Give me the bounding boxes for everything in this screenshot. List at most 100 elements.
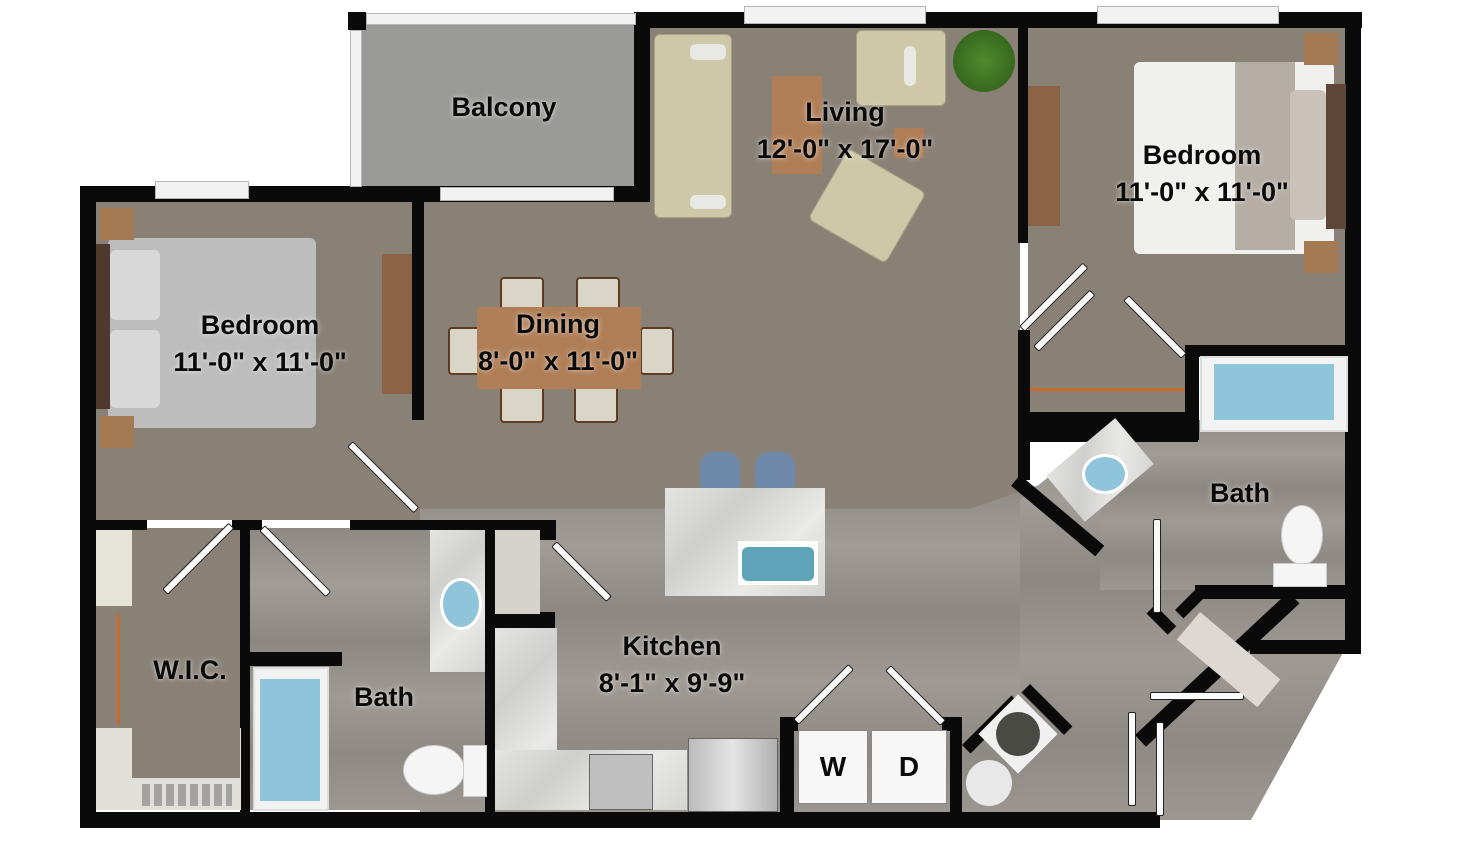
tub-water [260, 679, 320, 801]
bar-stool [700, 452, 740, 488]
dining-chair [500, 385, 544, 423]
door-entry-a[interactable] [1128, 712, 1136, 806]
dining-chair [640, 327, 674, 375]
wall-laundry-right [950, 717, 962, 817]
wall-wic-bath-divider [240, 520, 250, 820]
toilet-right [1281, 505, 1323, 565]
door-entry-b[interactable] [1156, 722, 1164, 816]
linen-closet [495, 530, 540, 614]
window-balcony-left [350, 30, 362, 187]
wall-tub-top [250, 652, 342, 666]
bed-left-pillow-b [110, 330, 160, 408]
side-table [894, 128, 924, 158]
dining-chair [574, 385, 618, 423]
nightstand-left-bottom [100, 416, 134, 448]
room-name: Living [805, 97, 885, 127]
room-label-bath-right: Bath [1180, 478, 1300, 509]
armchair-top-pillow [904, 46, 916, 86]
room-label-wic: W.I.C. [130, 655, 250, 686]
sofa [654, 34, 732, 218]
room-name: Balcony [451, 92, 557, 122]
room-name: Bath [1210, 478, 1270, 508]
closet-right-rod [1030, 388, 1185, 391]
nightstand-left-top [100, 208, 134, 240]
toilet-left-tank [463, 745, 487, 797]
bed-right-blanket [1235, 62, 1295, 250]
bed-right-headboard [1326, 84, 1346, 229]
wall-linen-right-top [540, 520, 556, 540]
bathtub-left [253, 667, 329, 811]
room-label-living: Living 12'-0" x 17'-0" [735, 97, 955, 165]
bar-stool [755, 452, 795, 488]
room-label-dining: Dining 8'-0" x 11'-0" [458, 309, 658, 377]
wic-closet-rod [117, 614, 120, 724]
room-label-bedroom-left: Bedroom 11'-0" x 11'-0" [150, 310, 370, 378]
window-balcony-sliding-door [440, 187, 614, 201]
room-dimensions: 8'-0" x 11'-0" [477, 346, 639, 377]
armchair-top [856, 30, 946, 106]
wall-bedroom-left-divider [412, 200, 424, 420]
shoes-icon [142, 784, 232, 806]
room-dimensions: 8'-1" x 9'-9" [598, 668, 746, 699]
wall-bath-kitchen-divider [485, 520, 495, 820]
washer-label: W [819, 751, 847, 782]
door-bath-right[interactable] [1153, 519, 1161, 613]
room-label-kitchen: Kitchen 8'-1" x 9'-9" [572, 631, 772, 699]
room-dimensions: 11'-0" x 11'-0" [173, 347, 347, 378]
room-label-bedroom-right: Bedroom 11'-0" x 11'-0" [1092, 140, 1312, 208]
dryer-label: D [898, 751, 920, 782]
room-dimensions: 12'-0" x 17'-0" [756, 134, 934, 165]
wall-bath-right-left [1185, 345, 1199, 440]
bed-right-pillow [1290, 90, 1326, 220]
nightstand-right-top [1304, 33, 1338, 65]
tub-water-right [1214, 364, 1334, 420]
bed-left-pillow-a [110, 250, 160, 320]
sink-left [440, 578, 482, 630]
wic-shelf-top [96, 530, 132, 606]
room-name: Dining [516, 309, 600, 339]
toilet-left [403, 745, 465, 795]
dryer: D [871, 730, 947, 804]
door-closet-hall-a[interactable] [1150, 692, 1244, 700]
wall-living-left [634, 12, 650, 202]
dresser-right [1028, 86, 1060, 226]
plant-icon [953, 30, 1015, 92]
island-sink [738, 541, 818, 585]
dining-chair [448, 327, 482, 375]
room-name: Bath [354, 682, 414, 712]
sofa-pillow-bottom [690, 195, 726, 209]
wall-bath-right-top [1185, 345, 1347, 357]
sink-basin [742, 547, 814, 581]
room-label-bath-left: Bath [324, 682, 444, 713]
wall-top-left [80, 186, 420, 202]
wall-closet-right-left [1018, 330, 1030, 480]
nightstand-right-bottom [1304, 241, 1338, 273]
balcony-corner [348, 12, 366, 30]
room-name: W.I.C. [153, 655, 227, 685]
room-name: Bedroom [200, 310, 320, 340]
wall-left-rooms-top-c [350, 520, 555, 530]
room-name: Bedroom [1142, 140, 1262, 170]
window-living-top [744, 6, 926, 24]
wall-right [1345, 12, 1361, 654]
window-bedroom-right-top [1097, 6, 1279, 24]
washer: W [798, 730, 868, 804]
window-balcony-top [366, 13, 636, 25]
stove-icon [589, 754, 653, 810]
room-name: Kitchen [622, 631, 722, 661]
water-heater [966, 760, 1012, 806]
room-label-balcony: Balcony [404, 92, 604, 123]
bed-left-headboard [96, 244, 110, 409]
wall-bath-right-bottom [1195, 585, 1350, 599]
wall-laundry-left [780, 717, 794, 817]
wall-bottom [80, 812, 1160, 828]
wall-left-rooms-top-a [95, 520, 147, 530]
toilet-right-tank [1273, 563, 1327, 587]
window-bedroom-left-top [155, 181, 249, 199]
wall-left [80, 186, 96, 828]
dining-table [477, 307, 641, 389]
wall-right-bottom-stub [1250, 640, 1361, 654]
wic-carpet-inset [132, 728, 240, 778]
wall-linen-bottom [495, 612, 555, 628]
coffee-table [772, 76, 822, 174]
